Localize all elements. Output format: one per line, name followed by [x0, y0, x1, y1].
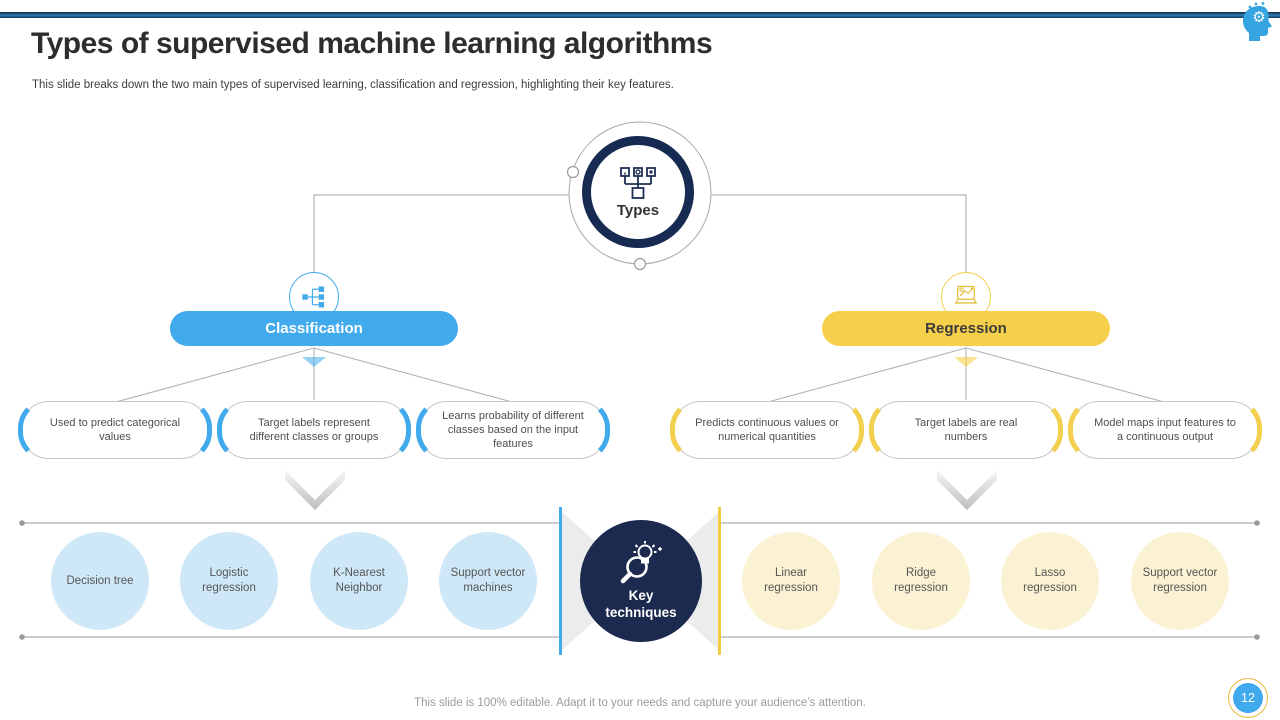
divider-yellow [718, 507, 721, 655]
feature-text: Used to predict categorical values [49, 416, 181, 443]
classification-feature-bubble: Used to predict categorical values [18, 399, 212, 461]
laptop-chart-icon [954, 285, 978, 304]
regression-label: Regression [925, 320, 1007, 337]
regression-feature-bubble: Model maps input features to a continuou… [1068, 399, 1262, 461]
chevron-down-classification [285, 470, 345, 510]
feature-text: Predicts continuous values or numerical … [695, 416, 839, 443]
technique-circle: Support vector machines [439, 532, 537, 630]
technique-label: K-Nearest Neighbor [333, 567, 385, 594]
regression-arrow-down [954, 357, 978, 367]
types-node[interactable]: Types [582, 136, 694, 248]
feature-text: Target labels are real numbers [914, 416, 1018, 443]
technique-label: Linear regression [764, 567, 818, 594]
technique-circle: Decision tree [51, 532, 149, 630]
key-techniques-node[interactable]: Key techniques [580, 520, 702, 642]
technique-circle: Linear regression [742, 532, 840, 630]
technique-circle: Logistic regression [180, 532, 278, 630]
technique-label: Logistic regression [202, 567, 256, 594]
technique-label: Lasso regression [1023, 567, 1077, 594]
page-title: Types of supervised machine learning alg… [31, 27, 713, 60]
chevron-down-regression [937, 470, 997, 510]
technique-circle: Lasso regression [1001, 532, 1099, 630]
classification-network-icon [302, 286, 325, 308]
feature-text: Model maps input features to a continuou… [1094, 416, 1236, 443]
classification-arrow-down [302, 357, 326, 367]
regression-feature-bubble: Target labels are real numbers [869, 399, 1063, 461]
technique-label: Decision tree [66, 574, 134, 587]
magnifier-lightbulb-icon [620, 541, 662, 584]
technique-circle: Support vector regression [1131, 532, 1229, 630]
page-number-badge: 12 [1233, 683, 1263, 713]
connector-right [711, 194, 967, 272]
key-techniques-label: Key techniques [605, 588, 677, 620]
hierarchy-tree-icon [620, 166, 656, 199]
technique-label: Support vector regression [1142, 567, 1218, 594]
technique-label: Ridge regression [894, 567, 948, 594]
classification-pill[interactable]: Classification [170, 311, 458, 346]
technique-circle: K-Nearest Neighbor [310, 532, 408, 630]
orbit-knob-bottom [633, 257, 647, 271]
connector-left [313, 194, 569, 272]
divider-blue [559, 507, 562, 655]
page-subtitle: This slide breaks down the two main type… [32, 79, 674, 91]
regression-feature-bubble: Predicts continuous values or numerical … [670, 399, 864, 461]
orbit-knob-left [566, 165, 580, 179]
classification-feature-bubble: Target labels represent different classe… [217, 399, 411, 461]
feature-text: Target labels represent different classe… [249, 416, 379, 443]
ml-head-gear-icon: ⚙ [1243, 2, 1272, 41]
technique-label: Support vector machines [450, 567, 526, 594]
regression-pill[interactable]: Regression [822, 311, 1110, 346]
page-number-ring [1228, 678, 1268, 718]
footer-note: This slide is 100% editable. Adapt it to… [414, 697, 866, 709]
technique-circle: Ridge regression [872, 532, 970, 630]
gear-icon: ⚙ [1252, 9, 1265, 26]
classification-feature-bubble: Learns probability of different classes … [416, 399, 610, 461]
types-label: Types [616, 201, 660, 219]
feature-text: Learns probability of different classes … [442, 409, 584, 451]
classification-label: Classification [265, 320, 363, 337]
top-accent-bar [0, 12, 1280, 18]
